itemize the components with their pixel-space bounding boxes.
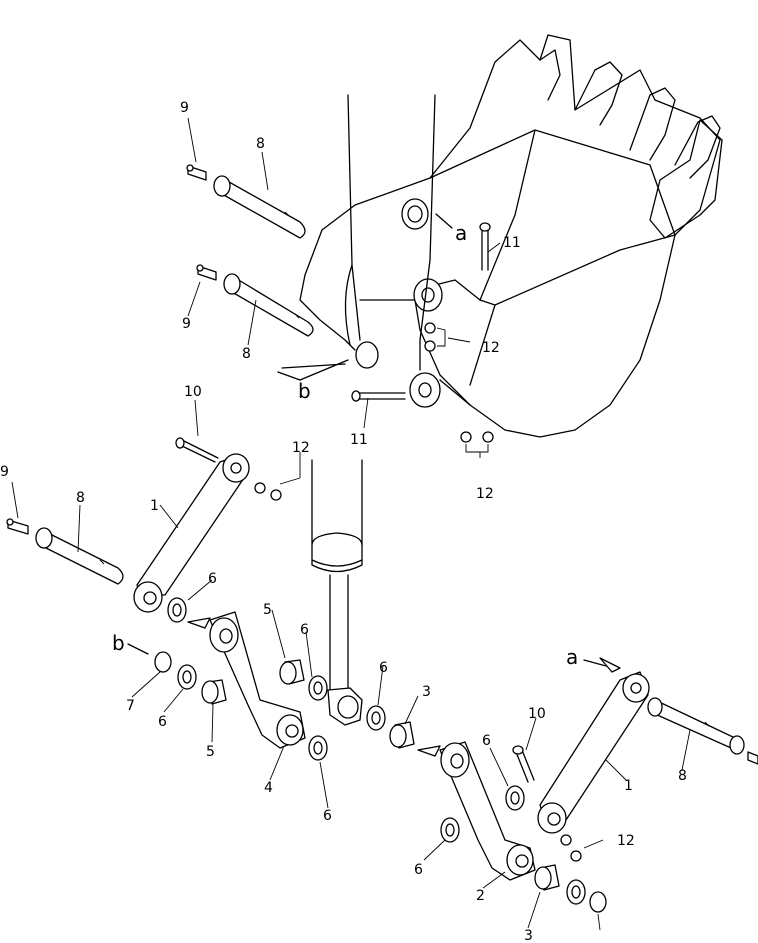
bushing-5-a [279,659,305,685]
label-12-upper: 12 [482,340,500,356]
label-1-left: 1 [150,498,159,514]
pin-8-right [647,697,745,755]
bearing-6-b [177,664,197,690]
label-6-f: 6 [482,733,491,749]
label-6-c: 6 [300,622,309,638]
bucket [299,34,723,438]
label-b-top: b [298,379,311,403]
label-9-top: 9 [180,100,189,116]
label-12-middle-right: 12 [476,486,494,502]
label-5-a: 5 [263,602,272,618]
label-12-right: 12 [617,833,635,849]
nuts-12-left [254,482,282,501]
label-b-left: b [112,631,125,655]
label-6-d: 6 [323,808,332,824]
label-8-top: 8 [256,136,265,152]
link-1-right [537,671,650,834]
label-9-left: 9 [0,464,9,480]
pin-8-middle [223,273,314,337]
link-1-left [133,453,250,613]
label-a-top: a [455,221,467,245]
nuts-12-right [560,834,582,862]
label-10-right: 10 [528,706,546,722]
label-9-middle: 9 [182,316,191,332]
pin-8-left [35,527,124,585]
bolt-10-left [175,437,219,463]
bushing-3-a [389,721,415,749]
label-3-a: 3 [422,684,431,700]
label-8-middle: 8 [242,346,251,362]
bearing-6-c [308,675,328,701]
label-11-top: 11 [503,235,521,251]
label-3-b: 3 [524,928,533,943]
label-10-left: 10 [184,384,202,400]
link-2 [417,741,536,881]
bearing-6-g [440,817,460,843]
label-11-lower: 11 [350,432,368,448]
bearing-6-d [308,735,328,761]
bearing-6-h [566,879,586,905]
bolt-11-upper [479,222,491,271]
ring-7-right [589,891,607,913]
label-4: 4 [264,780,273,796]
label-6-b: 6 [158,714,167,730]
label-6-g: 6 [414,862,423,878]
leader-lines [11,117,691,931]
label-2: 2 [476,888,485,904]
bolt-11-lower [351,390,406,402]
nuts-12-upper [424,322,446,352]
label-8-left: 8 [76,490,85,506]
bolt-10-right [512,745,535,783]
ring-7-left [154,651,172,673]
label-a-right: a [566,645,578,669]
bearing-6-a [167,597,187,623]
label-8-right: 8 [678,768,687,784]
label-12-middle-left: 12 [292,440,310,456]
label-7-left: 7 [126,698,135,714]
grease-fitting-9-top [186,164,207,181]
bearing-6-e [366,705,386,731]
cylinder [311,459,363,726]
grease-fitting-9-right [747,751,758,765]
bushing-5-b [201,679,227,705]
arm [344,94,436,371]
label-1-right: 1 [624,778,633,794]
bearing-6-f [505,785,525,811]
label-6-a: 6 [208,571,217,587]
grease-fitting-9-left [6,518,29,535]
grease-fitting-9-middle [196,264,217,281]
part-labels: 9 8 a 11 9 8 12 b 10 11 12 12 9 8 1 6 5 … [0,100,687,943]
label-6-e: 6 [379,660,388,676]
pin-8-top [213,175,306,239]
link-4 [187,611,306,749]
bushing-3-b [534,864,560,891]
label-5-b: 5 [206,744,215,760]
nuts-12-middle [460,431,494,453]
